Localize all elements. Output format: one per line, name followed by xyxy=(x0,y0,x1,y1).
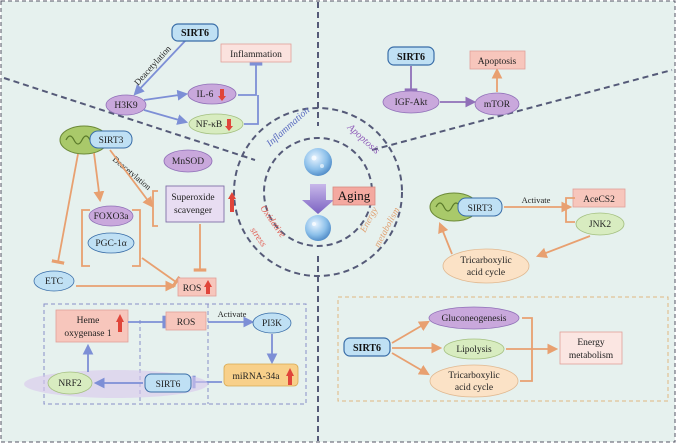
il6-label: IL-6 xyxy=(197,90,214,100)
activate-label: Activate xyxy=(218,309,247,319)
heme-label-2: oxygenase 1 xyxy=(64,329,111,339)
ros2-node xyxy=(165,311,207,331)
h3k9-node xyxy=(105,94,147,116)
sirt6-node xyxy=(387,46,435,66)
etc-label: ETC xyxy=(45,277,63,287)
igf-akt-label: IGF-Akt xyxy=(395,98,428,108)
nrf2-label: NRF2 xyxy=(58,379,81,389)
superoxide-up-arrow-icon xyxy=(228,192,236,212)
inflammation-node xyxy=(220,43,292,63)
apoptosis-label: Apoptosis xyxy=(478,57,517,67)
aging-label: Aging xyxy=(338,188,371,203)
nrf2-node xyxy=(47,371,93,395)
sirt3-label: SIRT3 xyxy=(468,204,493,214)
gluconeogenesis-label: Gluconeogenesis xyxy=(442,314,507,324)
pgc1a-label: PGC-1α xyxy=(95,239,126,249)
sirt6-node xyxy=(343,337,391,357)
sirt6-label: SIRT6 xyxy=(353,343,381,354)
superoxide-label-2: scavenger xyxy=(174,206,213,216)
sirt6-label: SIRT6 xyxy=(397,52,425,63)
sirt6-node xyxy=(171,23,219,42)
energy-panel: SIRT3 Activate AceCS2 JNK2 Tricarboxylic… xyxy=(337,188,669,402)
apoptosis-node xyxy=(469,50,526,70)
nfkb-label: NF-κB xyxy=(196,120,222,130)
inflammation-label: Inflammation xyxy=(230,49,282,60)
activate-label: Activate xyxy=(522,195,551,205)
energy-metabolism-node xyxy=(559,331,623,365)
sirt3-node xyxy=(457,197,503,217)
mirna-34a-node xyxy=(223,363,299,387)
gluconeogenesis-node xyxy=(428,306,520,330)
superoxide-scavenger-node xyxy=(165,185,225,223)
acecs2-label: AceCS2 xyxy=(583,195,615,205)
outer-circle xyxy=(233,107,403,277)
nfkb-down-arrow-icon xyxy=(225,119,233,131)
apoptosis-panel: SIRT6 IGF-Akt mTOR Apoptosis xyxy=(382,46,526,116)
energy-metabolism-box xyxy=(337,296,669,402)
mnsod-label: MnSOD xyxy=(172,157,204,167)
sirt6-label: SIRT6 xyxy=(181,28,209,39)
sirt6-label: SIRT6 xyxy=(156,380,181,390)
lipolysis-label: Lipolysis xyxy=(456,345,492,355)
mnsod-node xyxy=(163,149,213,173)
sirt3-label: SIRT3 xyxy=(99,136,124,146)
igf-akt-node xyxy=(382,90,440,114)
sirt6-node xyxy=(144,373,192,393)
mtor-label: mTOR xyxy=(484,100,511,110)
il6-down-arrow-icon xyxy=(218,89,226,101)
ros2-label: ROS xyxy=(177,318,195,328)
young-cell-icon xyxy=(304,148,332,176)
tca-cycle-node xyxy=(429,364,519,398)
etc-node xyxy=(33,270,75,292)
pi3k-node xyxy=(252,312,292,334)
tca-cycle-node xyxy=(442,248,530,284)
aging-down-arrow xyxy=(302,184,334,214)
lipolysis-node xyxy=(443,338,505,360)
mirna-label: miRNA-34a xyxy=(233,372,281,382)
h3k9-label: H3K9 xyxy=(114,101,137,111)
ros-label: ROS xyxy=(183,284,201,294)
inflammation-panel: SIRT6 Deacetylation H3K9 IL-6 NF-κB Infl… xyxy=(105,23,292,135)
aged-cell-icon xyxy=(305,215,331,241)
mirna-up-arrow-icon xyxy=(286,368,294,385)
jnk2-label: JNK2 xyxy=(589,220,611,230)
jnk2-node xyxy=(575,212,625,236)
ros-up-arrow-icon xyxy=(204,280,212,294)
foxo3a-label: FOXO3a xyxy=(94,212,130,222)
tca2-label-1: Tricarboxylic xyxy=(448,371,499,381)
mtor-node xyxy=(474,92,520,116)
heme-label-1: Heme xyxy=(77,316,100,326)
heme-up-arrow-icon xyxy=(116,314,124,332)
energy-label-2: metabolism xyxy=(569,351,614,361)
pi3k-label: PI3K xyxy=(262,319,282,329)
superoxide-label-1: Superoxide xyxy=(171,193,214,203)
tca2-label-2: acid cycle xyxy=(455,383,493,393)
heme-oxygenase-node xyxy=(55,309,129,343)
tca-label-2: acid cycle xyxy=(467,268,505,278)
sirt3-node xyxy=(89,130,133,149)
aging-box xyxy=(332,186,376,206)
pgc1a-node xyxy=(87,232,135,254)
foxo3a-node xyxy=(88,205,134,227)
tca-label-1: Tricarboxylic xyxy=(460,256,511,266)
quadrant-dividers xyxy=(3,2,673,441)
ros-signaling-box xyxy=(43,303,307,405)
energy-label-1: Energy xyxy=(577,338,605,348)
